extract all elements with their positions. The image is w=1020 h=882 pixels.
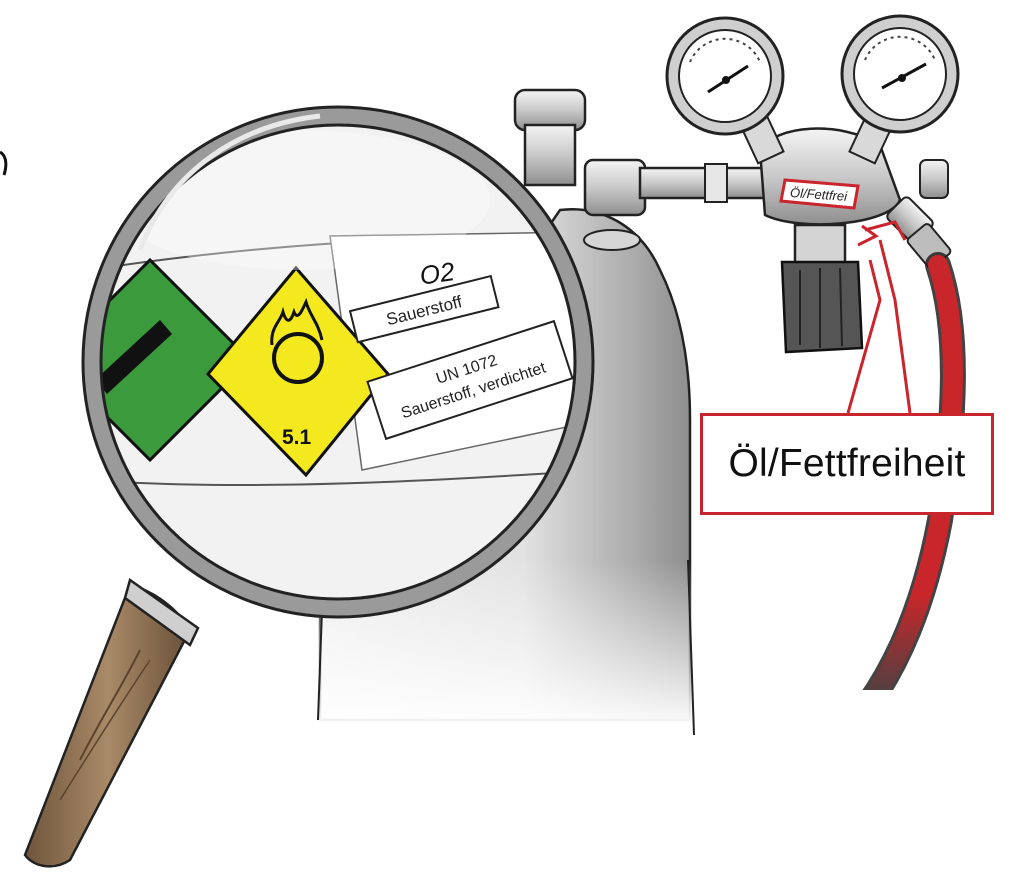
callout-label: Öl/Fettfreiheit xyxy=(728,442,965,486)
hose-fade xyxy=(855,690,935,740)
callout-box: Öl/Fettfreiheit xyxy=(700,413,994,515)
connection-pipe xyxy=(640,164,780,202)
pressure-gauge-icon xyxy=(667,18,783,134)
hazard-class-yellow: 5.1 xyxy=(282,426,312,449)
stray-stroke xyxy=(0,152,6,175)
magnifier-handle xyxy=(25,580,198,866)
pressure-gauge-icon xyxy=(842,16,958,132)
